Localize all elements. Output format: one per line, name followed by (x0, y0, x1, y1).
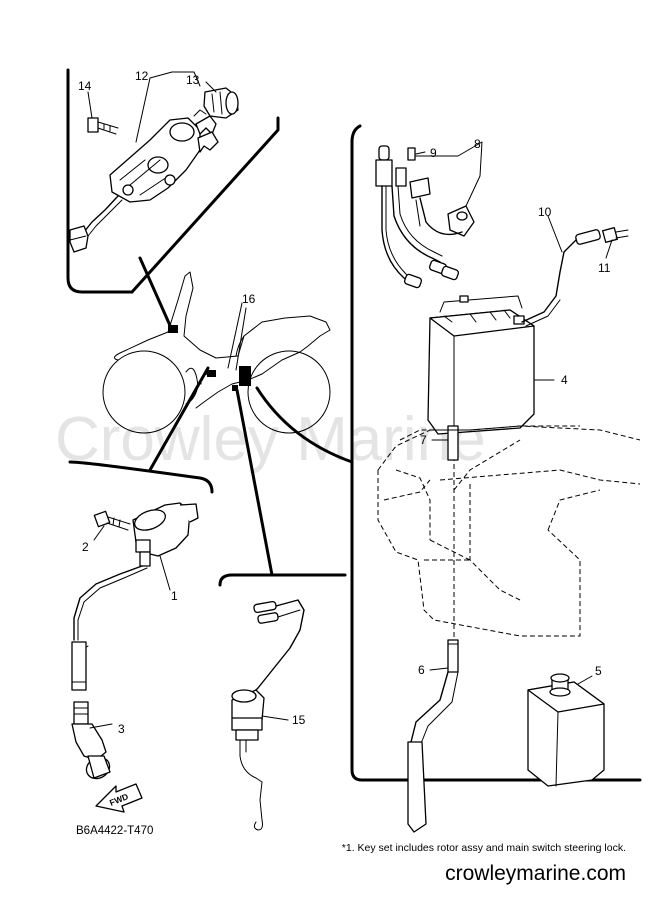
callout-9: 9 (430, 146, 437, 160)
electrolyte-bottle (527, 673, 605, 787)
panel-frames (66, 68, 642, 782)
spark-plug-cap (71, 701, 111, 780)
site-url: crowleymarine.com (445, 862, 626, 885)
callout-16: 16 (242, 292, 256, 306)
footnote: *1. Key set includes rotor assy and main… (342, 842, 626, 854)
callout-5: 5 (595, 664, 602, 678)
fuse-holder (375, 145, 475, 289)
breather-pipes (407, 425, 459, 833)
callout-leaders (87, 71, 613, 729)
drawing-code: B6A4422-T470 (76, 825, 153, 837)
callout-10: 10 (538, 205, 552, 219)
callout-13: 13 (186, 73, 200, 87)
battery (427, 295, 535, 650)
callout-7: 7 (420, 433, 427, 447)
callout-1: 1 (171, 589, 178, 603)
frame-dashed (377, 425, 641, 637)
ignition-coil (71, 502, 199, 691)
callout-2: 2 (82, 540, 89, 554)
callout-8: 8 (474, 137, 481, 151)
motorcycle-outline (102, 271, 331, 434)
callout-6: 6 (418, 663, 425, 677)
switch-assembly-15 (231, 599, 305, 831)
callout-11: 11 (598, 261, 611, 275)
watermark: Crowley Marine (55, 405, 486, 474)
callout-3: 3 (118, 722, 125, 736)
callout-15: 15 (292, 713, 306, 727)
callout-12: 12 (135, 69, 149, 83)
main-switch-assembly (69, 87, 239, 253)
callout-14: 14 (78, 79, 92, 93)
callout-labels: 1 2 3 4 5 6 7 8 9 10 11 12 13 14 15 16 (78, 69, 611, 736)
battery-lead (521, 227, 629, 327)
fwd-arrow-icon: FWD (95, 783, 143, 813)
callout-4: 4 (561, 373, 568, 387)
